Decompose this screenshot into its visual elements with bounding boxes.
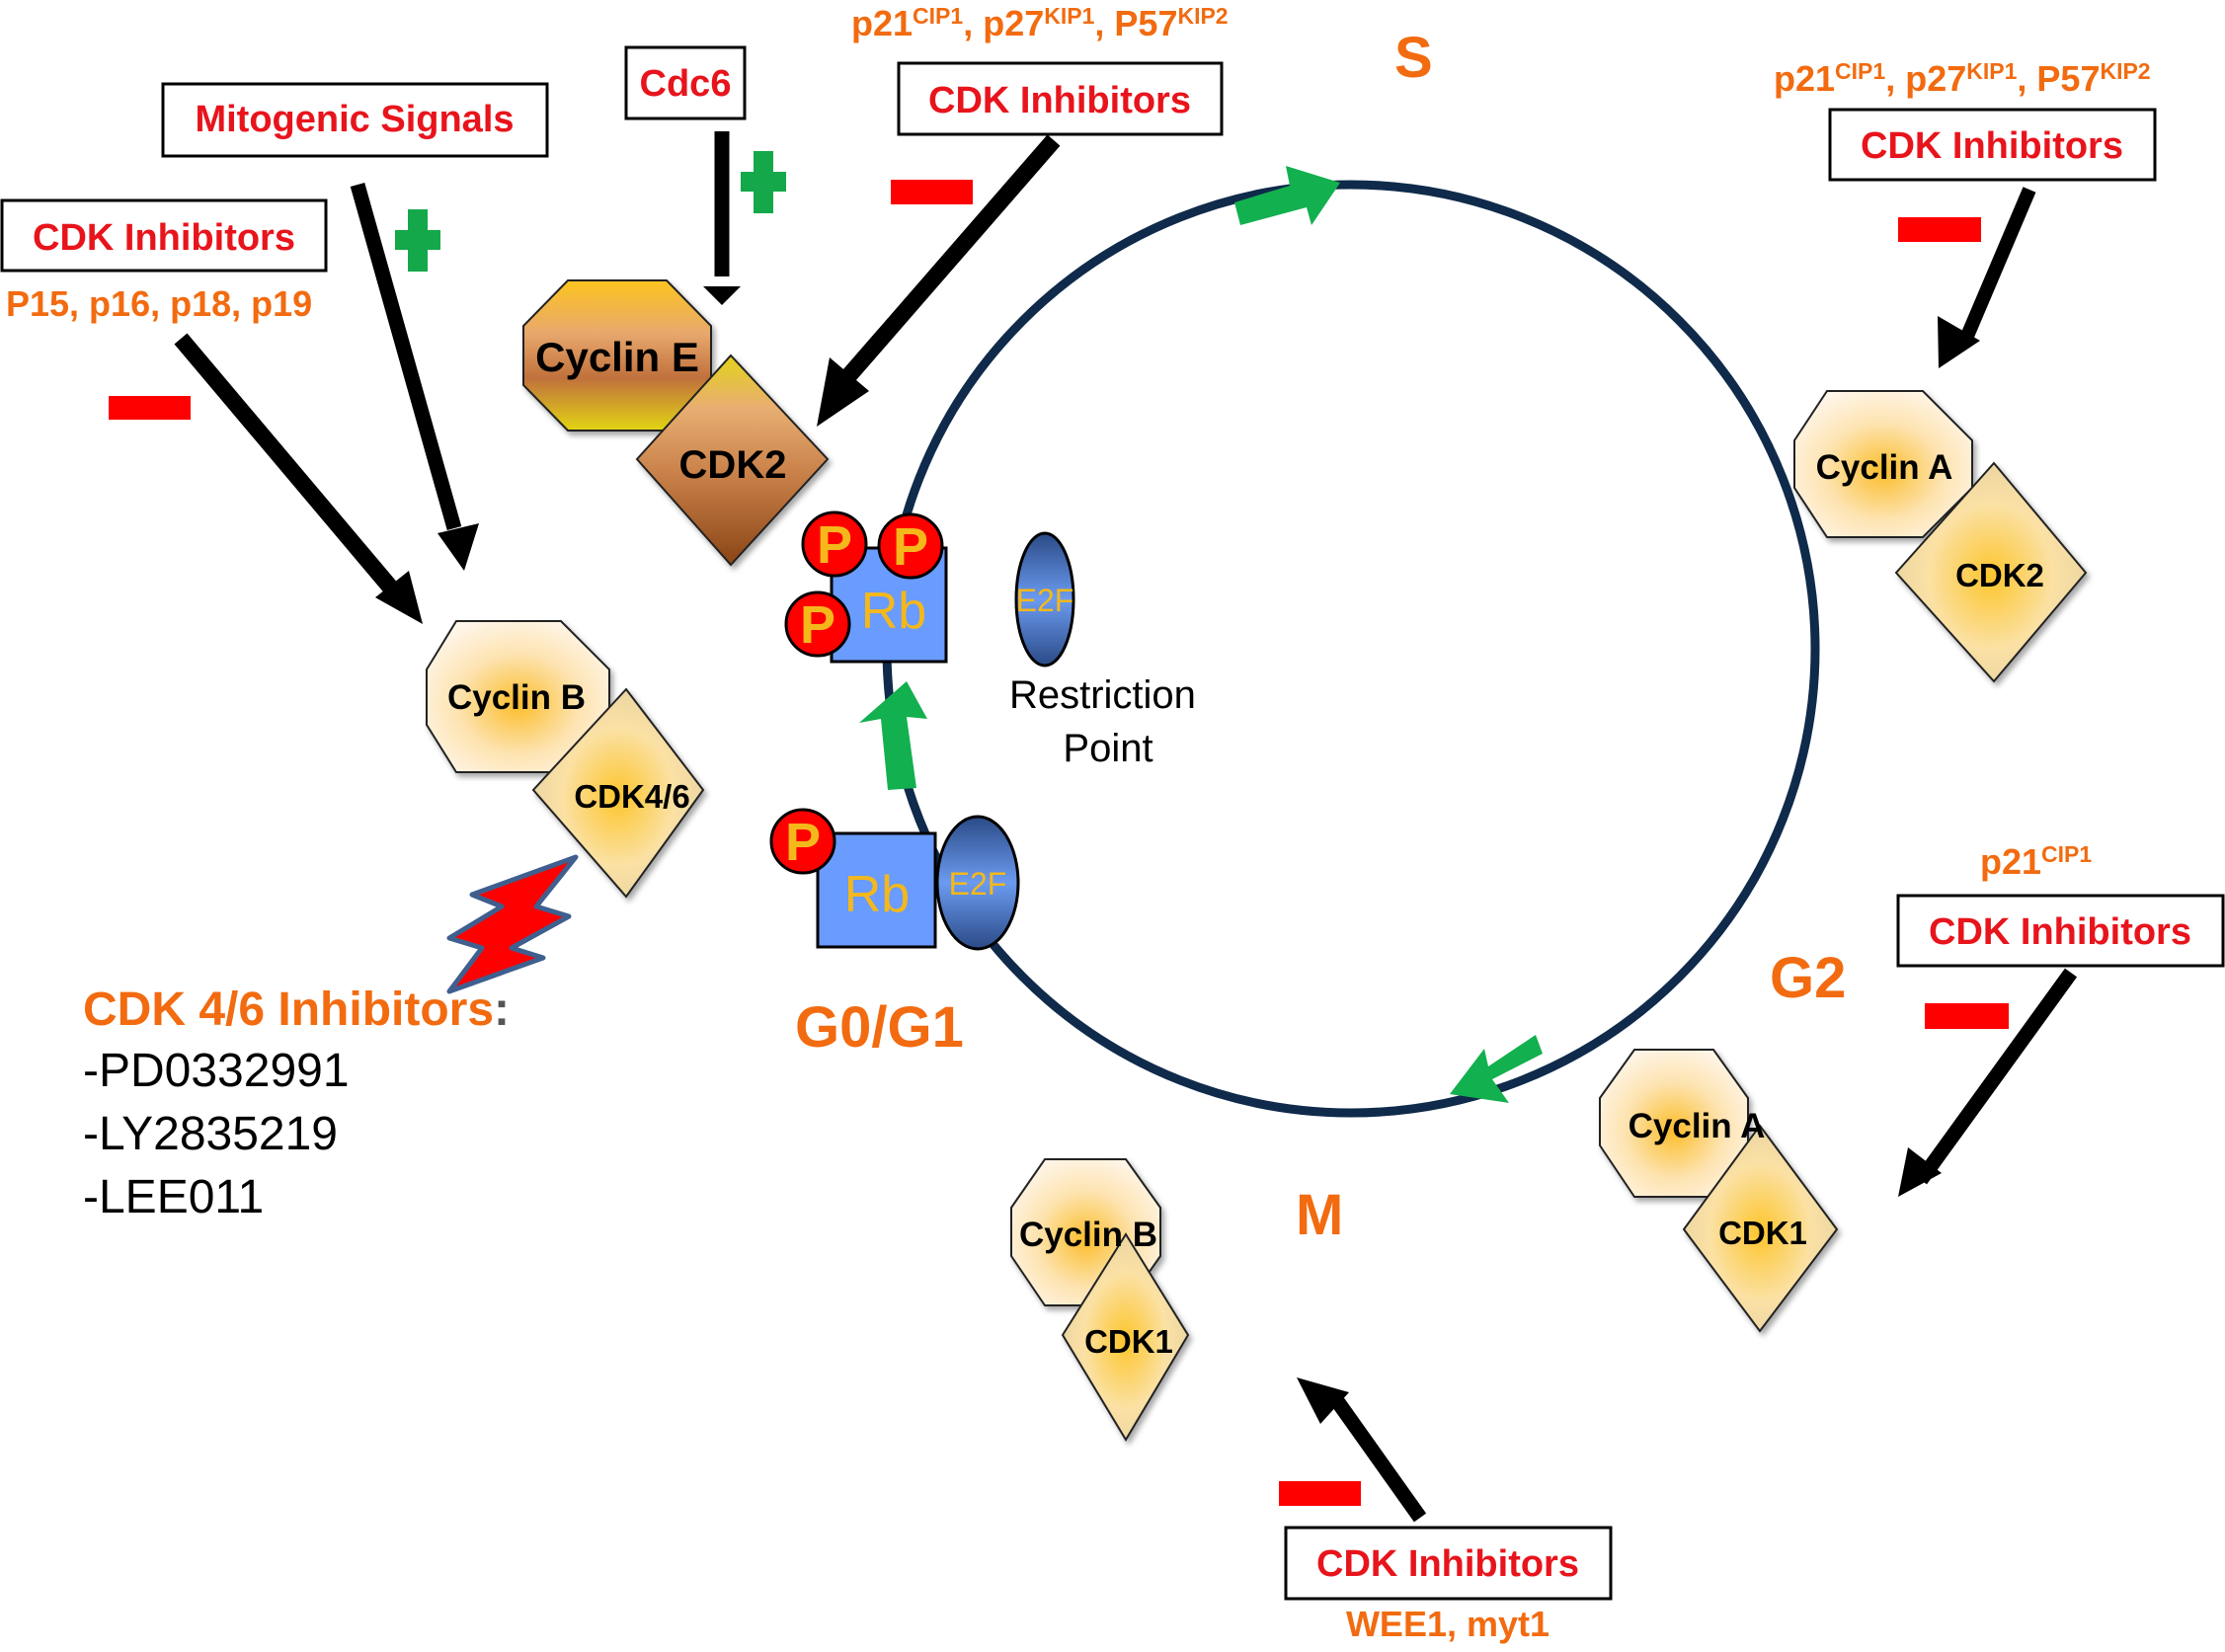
cyclinA-octagon-s (1793, 390, 1973, 538)
arrow-inhibitors-to-cdk1-g2 (1898, 968, 2078, 1197)
ink4-members: P15, p16, p18, p19 (6, 283, 312, 324)
rb-hyperphosphorylated: Rb P P P (784, 511, 948, 664)
cycle-arrow-restriction (859, 681, 927, 790)
svg-text:P: P (785, 813, 821, 872)
svg-text:Mitogenic Signals: Mitogenic Signals (195, 99, 514, 140)
plus-icon-cdc6 (741, 151, 786, 213)
cdk46-drug-2: -LY2835219 (83, 1108, 338, 1160)
cyclinB-cdk1-complex (1010, 1158, 1190, 1442)
rb-box-lower (816, 831, 937, 949)
cdc6-box: Cdc6 (624, 45, 747, 120)
cdk46-inhibitors-title: CDK 4/6 Inhibitors: (83, 983, 510, 1036)
e2f-free: E2F (1014, 531, 1075, 668)
svg-text:P: P (800, 595, 835, 655)
svg-text:P: P (817, 515, 852, 575)
cyclinA-inhibitor-members: p21CIP1, p27KIP1, P57KIP2 (1774, 58, 2151, 99)
svg-text:CDK Inhibitors: CDK Inhibitors (33, 217, 295, 259)
minus-icon-cyclinA (1898, 217, 1981, 242)
rb-hypophosphorylated: Rb E2F P (769, 808, 1020, 951)
phase-label-s: S (1394, 26, 1433, 90)
cyclinB-m-label: Cyclin B (1019, 1216, 1157, 1254)
cdk2-brown-label: CDK2 (679, 443, 787, 487)
svg-text:CDK Inhibitors: CDK Inhibitors (928, 80, 1191, 121)
cdk-inhibitors-m-box: CDK Inhibitors (1284, 1526, 1613, 1601)
arrow-cdc6-to-cyclinE (703, 131, 741, 305)
cyclinA-cdk2-complex (1793, 390, 2088, 683)
svg-text:CDK Inhibitors: CDK Inhibitors (1316, 1543, 1579, 1585)
cdk46-drug-1: -PD0332991 (83, 1045, 350, 1097)
cdk-inhibitors-cyclinA-box: CDK Inhibitors (1828, 108, 2157, 182)
rb-label-upper: Rb (861, 583, 926, 640)
minus-icon-g2 (1925, 1003, 2009, 1029)
arrow-inhibitors-to-cdk1-m (1297, 1377, 1427, 1523)
cdk1-g2-label: CDK1 (1718, 1215, 1807, 1251)
cyclinE-inhibitor-members: p21CIP1, p27KIP1, P57KIP2 (851, 3, 1229, 43)
cdk2-diamond-gold (1894, 461, 2088, 683)
svg-text:P: P (893, 517, 928, 577)
svg-text:CDK Inhibitors: CDK Inhibitors (1929, 911, 2191, 953)
cdk2-diamond-brown (635, 354, 830, 567)
arrow-inhibitors-to-cyclinA-s (1938, 187, 2036, 368)
svg-text:CDK Inhibitors: CDK Inhibitors (1861, 125, 2123, 167)
phase-label-m: M (1296, 1183, 1343, 1247)
cdk46-diamond (531, 687, 705, 899)
cdk-inhibitors-cyclinE-box: CDK Inhibitors (897, 61, 1224, 136)
cyclinB-cdk46-complex (426, 620, 705, 899)
cdk1-diamond-g2 (1682, 1124, 1839, 1333)
cdk1-diamond-m (1061, 1232, 1190, 1442)
g2-inhibitor-members: p21CIP1 (1980, 841, 2092, 882)
cdk-inhibitors-g2-box: CDK Inhibitors (1896, 894, 2225, 968)
svg-text:Cdc6: Cdc6 (640, 63, 732, 105)
plus-icon-mitogenic (395, 209, 440, 272)
m-inhibitor-members: WEE1, myt1 (1346, 1604, 1550, 1644)
minus-icon-m (1279, 1481, 1361, 1506)
minus-icon-ink4 (109, 396, 191, 420)
phospho-icon-2: P (877, 512, 944, 580)
arrow-mitogenic-to-cyclinB (350, 182, 479, 571)
cdk46-label: CDK4/6 (574, 778, 689, 815)
arrow-ink4-to-cyclinB (174, 333, 423, 624)
cdk-inhibitors-ink4-box: CDK Inhibitors (0, 198, 328, 273)
lightning-bolt-icon (446, 854, 579, 994)
e2f-bound: E2F (935, 815, 1020, 951)
phospho-icon-1: P (801, 511, 868, 578)
cyclinE-cdk2-complex (522, 279, 830, 567)
cycle-arrow-s (1234, 166, 1340, 225)
restriction-point-label: Restriction Point (1009, 673, 1207, 770)
svg-text:E2F: E2F (1016, 583, 1074, 618)
cdk1-m-label: CDK1 (1084, 1323, 1173, 1360)
mitogenic-signals-box: Mitogenic Signals (161, 82, 549, 158)
minus-icon-cyclinE (891, 180, 973, 204)
cdk46-drug-3: -LEE011 (83, 1171, 264, 1223)
svg-text:E2F: E2F (949, 866, 1007, 902)
phospho-icon-3: P (784, 590, 851, 658)
cdk2-gold-label: CDK2 (1955, 557, 2044, 593)
cyclinB-g1-label: Cyclin B (447, 678, 586, 717)
cycle-arrow-g2m (1450, 1035, 1543, 1103)
cyclinA-g2-label: Cyclin A (1629, 1107, 1766, 1145)
arrow-inhibitors-to-cyclinE (817, 134, 1061, 427)
cyclinA-cdk1-complex (1599, 1049, 1839, 1333)
cyclinA-s-label: Cyclin A (1816, 448, 1953, 487)
phase-label-g2: G2 (1770, 946, 1846, 1010)
phase-label-g0g1: G0/G1 (795, 995, 964, 1060)
phospho-icon-lower: P (769, 808, 836, 875)
rb-label-lower: Rb (844, 866, 910, 923)
cyclinE-label: Cyclin E (535, 334, 699, 380)
